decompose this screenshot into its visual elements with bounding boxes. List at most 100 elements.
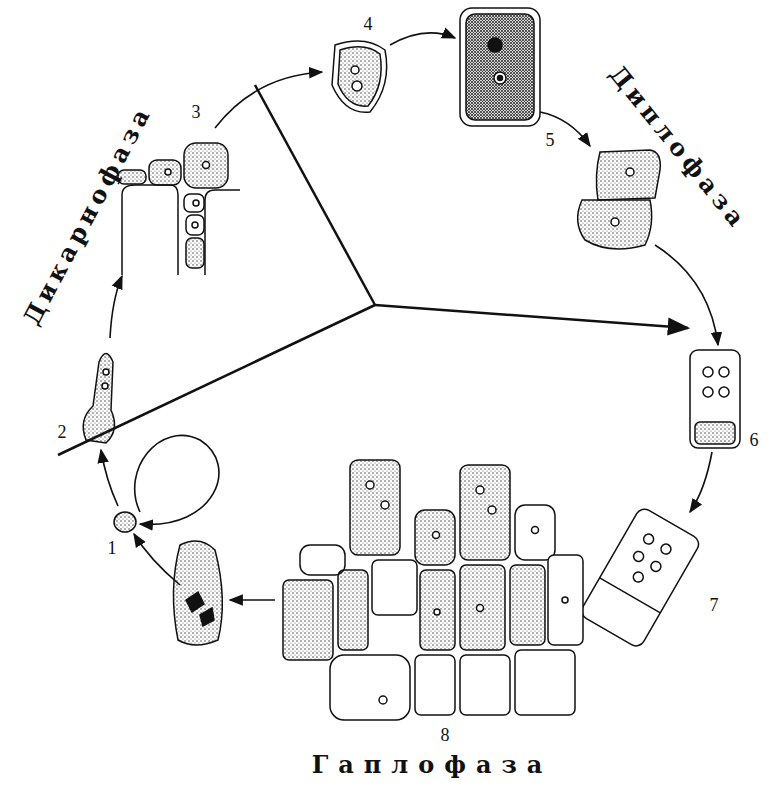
diploid-cell — [488, 38, 502, 52]
cycle-arrow — [230, 599, 275, 601]
basidium-cell — [631, 570, 645, 584]
spore-cell — [114, 512, 136, 532]
haploid-tissue — [420, 570, 455, 650]
phase-label: Дикарнофаза — [20, 101, 156, 329]
haploid-tissue — [283, 460, 583, 720]
dikaryon-hyphae — [186, 215, 204, 235]
infection-cell — [186, 592, 214, 626]
dikaryon-hyphae — [165, 169, 171, 175]
callout-number: 1 — [108, 539, 117, 557]
meiosis-cell — [578, 200, 652, 249]
haploid-tissue — [488, 506, 496, 514]
dikaryon-hyphae — [184, 194, 204, 212]
haploid-tissue — [372, 560, 417, 615]
phase-divider — [58, 85, 688, 455]
young-teliospore — [332, 41, 387, 112]
haploid-tissue — [562, 597, 568, 603]
promycelium-cell — [703, 367, 713, 377]
haploid-tissue — [515, 650, 575, 715]
meiosis-cell — [596, 150, 660, 200]
diploid-cell — [466, 14, 534, 120]
cycle-arrow — [101, 33, 718, 612]
haploid-tissue — [477, 605, 484, 612]
haploid-tissue — [350, 460, 400, 555]
dikaryon-hyphae — [186, 238, 204, 268]
dikaryon-hyphae — [192, 222, 198, 228]
cycle-arrow — [110, 276, 122, 338]
haploid-tissue — [415, 655, 455, 715]
meiosis-cell — [611, 218, 619, 226]
promycelium-cell — [703, 387, 713, 397]
young-teliospore — [352, 81, 362, 91]
haploid-tissue — [338, 570, 368, 650]
cycle-arrow — [215, 72, 322, 128]
dikaryon-hyphae — [193, 200, 199, 206]
diploid-cell — [460, 8, 540, 126]
phase-divider — [255, 85, 375, 305]
phase-divider — [375, 305, 688, 328]
cycle-arrow — [134, 534, 180, 585]
callout-number: 5 — [546, 131, 555, 149]
cycle-arrow — [690, 452, 712, 512]
spore-cell — [114, 512, 136, 532]
callout-number: 4 — [364, 15, 373, 33]
diploid-cell — [498, 76, 503, 81]
cycle-arrow — [135, 435, 219, 524]
callout-number: 6 — [750, 431, 759, 449]
haploid-tissue — [433, 532, 440, 539]
basidium-cell — [649, 560, 663, 574]
basidium-cell — [642, 532, 656, 546]
meiosis-cell — [578, 150, 661, 249]
diploid-cell — [460, 8, 540, 126]
phase-label: Гаплофаза — [312, 753, 553, 777]
basidium-cell — [600, 578, 661, 613]
cycle-arrow — [390, 33, 455, 45]
germ-tube — [83, 354, 114, 444]
haploid-tissue — [460, 655, 510, 715]
cycle-arrow — [101, 450, 118, 506]
phase-divider — [58, 305, 375, 455]
basidium-cell — [579, 506, 702, 649]
cycle-arrow — [655, 245, 718, 345]
meiosis-cell — [626, 168, 634, 176]
dikaryon-hyphae — [118, 143, 240, 275]
haploid-tissue — [434, 609, 440, 615]
haploid-tissue — [510, 565, 545, 645]
haploid-tissue — [515, 505, 555, 560]
callout-number: 7 — [710, 596, 719, 614]
basidium-cell — [632, 550, 646, 564]
infection-cell — [173, 541, 222, 645]
haploid-tissue — [300, 545, 345, 575]
dikaryon-hyphae — [205, 190, 240, 275]
dikaryon-hyphae — [149, 160, 181, 185]
promycelium-cell — [719, 367, 729, 377]
young-teliospore — [338, 47, 381, 106]
haploid-tissue — [415, 510, 455, 565]
dikaryon-hyphae — [122, 185, 178, 275]
haploid-tissue — [283, 580, 333, 660]
dikaryon-hyphae — [184, 143, 228, 188]
promycelium-cell — [695, 422, 735, 444]
haploid-tissue — [460, 565, 505, 650]
infection-cell — [173, 541, 222, 645]
promycelium-cell — [719, 387, 729, 397]
basidium-cell — [659, 542, 673, 556]
haploid-tissue — [532, 527, 539, 534]
haploid-tissue — [476, 486, 484, 494]
haploid-tissue — [548, 555, 583, 645]
basidium-cell — [579, 506, 702, 649]
germ-tube — [102, 383, 108, 389]
promycelium-cell — [690, 350, 740, 448]
young-teliospore — [332, 41, 387, 112]
germ-tube — [83, 354, 114, 444]
germ-tube — [103, 369, 109, 375]
callout-number: 3 — [192, 103, 201, 121]
young-teliospore — [351, 66, 359, 74]
haploid-tissue — [366, 481, 374, 489]
haploid-tissue — [460, 465, 510, 560]
dikaryon-hyphae — [203, 162, 210, 169]
haploid-tissue — [379, 696, 387, 704]
haploid-tissue — [330, 655, 410, 720]
callout-number: 8 — [441, 726, 450, 744]
